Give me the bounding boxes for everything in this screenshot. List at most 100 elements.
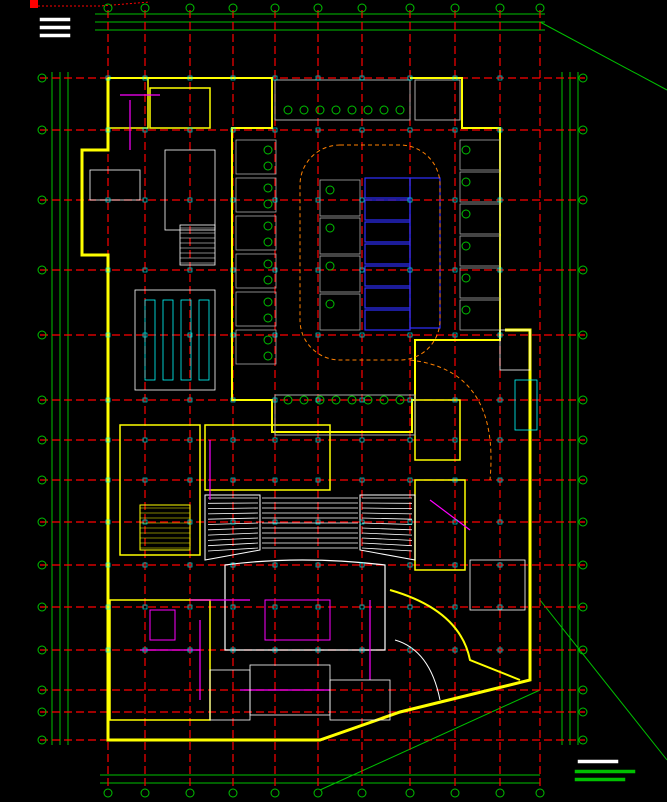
title-hatch xyxy=(38,1,151,7)
axis-bubble xyxy=(37,685,47,695)
parking-stall-blue xyxy=(364,221,411,243)
parking-stall-blue xyxy=(364,265,411,287)
column xyxy=(272,562,278,568)
kitchen-counter xyxy=(180,299,192,381)
room xyxy=(499,329,531,371)
column xyxy=(315,127,321,133)
column xyxy=(315,267,321,273)
axis-bubble xyxy=(228,788,238,798)
axis-bubble xyxy=(270,788,280,798)
column xyxy=(187,127,193,133)
column xyxy=(142,75,148,81)
axis-bubble xyxy=(37,125,47,135)
parking-stall-marker xyxy=(299,105,309,115)
column xyxy=(452,397,458,403)
column xyxy=(452,267,458,273)
seat-row xyxy=(361,542,413,547)
hall-wall xyxy=(119,424,201,556)
parking-stall-right xyxy=(459,203,501,235)
column xyxy=(359,332,365,338)
seating-block-right xyxy=(359,494,416,561)
parking-stall-center xyxy=(319,217,361,255)
axis-bubble xyxy=(495,788,505,798)
column xyxy=(407,75,413,81)
column xyxy=(142,397,148,403)
parking-stall-marker xyxy=(395,105,405,115)
parking-stall-marker xyxy=(263,297,273,307)
title-text-mark xyxy=(574,777,626,782)
seat-row xyxy=(207,542,259,547)
kitchen-counter xyxy=(162,299,174,381)
axis-bubble xyxy=(578,560,588,570)
legend-text-mark xyxy=(39,25,71,30)
column xyxy=(230,647,236,653)
parking-stall-marker xyxy=(461,209,471,219)
parking-stall-blue xyxy=(364,243,411,265)
column xyxy=(105,647,111,653)
column xyxy=(142,604,148,610)
magenta-annotation-line xyxy=(429,499,471,531)
parking-stall-right xyxy=(459,299,501,331)
parking-stall-marker xyxy=(461,305,471,315)
column xyxy=(452,562,458,568)
column xyxy=(230,604,236,610)
column xyxy=(359,197,365,203)
column xyxy=(497,332,503,338)
room xyxy=(89,169,141,201)
column xyxy=(142,127,148,133)
column xyxy=(105,267,111,273)
column xyxy=(315,562,321,568)
column xyxy=(230,75,236,81)
parking-stall-marker xyxy=(379,395,389,405)
column xyxy=(315,647,321,653)
curved-wall xyxy=(389,589,521,681)
column xyxy=(452,332,458,338)
parking-stall-marker xyxy=(325,299,335,309)
parking-stall-marker xyxy=(461,145,471,155)
courtyard-wall xyxy=(108,77,501,433)
column xyxy=(142,197,148,203)
axis-bubble xyxy=(313,3,323,13)
seat-row xyxy=(361,527,413,531)
axis-bubble xyxy=(140,3,150,13)
parking-row-bottom xyxy=(274,394,416,436)
seat-row xyxy=(207,537,259,541)
column xyxy=(452,437,458,443)
axis-bubble xyxy=(37,395,47,405)
parking-stall-marker xyxy=(263,161,273,171)
column xyxy=(452,197,458,203)
seat-row xyxy=(361,547,413,552)
parking-stall-left xyxy=(235,253,277,289)
exterior-wall xyxy=(80,78,532,742)
seat-row xyxy=(361,537,413,541)
column xyxy=(105,332,111,338)
parking-stall-marker xyxy=(263,221,273,231)
parking-stall-marker xyxy=(325,261,335,271)
parking-stall-left xyxy=(235,329,277,365)
column xyxy=(315,197,321,203)
column xyxy=(359,75,365,81)
column xyxy=(315,397,321,403)
parking-stall-marker xyxy=(325,223,335,233)
column xyxy=(105,75,111,81)
column xyxy=(407,647,413,653)
column xyxy=(105,562,111,568)
room xyxy=(469,559,526,611)
column xyxy=(187,397,193,403)
axis-bubble xyxy=(140,788,150,798)
stair-yellow xyxy=(139,504,191,551)
kitchen-counter xyxy=(198,299,210,381)
column xyxy=(315,477,321,483)
column xyxy=(407,197,413,203)
parking-stall-marker xyxy=(263,237,273,247)
column xyxy=(142,437,148,443)
seat-row xyxy=(207,517,259,520)
seat-row xyxy=(361,507,413,509)
axis-bubble xyxy=(578,735,588,745)
driveway-ramp xyxy=(409,359,492,481)
column xyxy=(187,604,193,610)
axis-bubble xyxy=(37,560,47,570)
column xyxy=(272,519,278,525)
axis-bubble xyxy=(578,73,588,83)
